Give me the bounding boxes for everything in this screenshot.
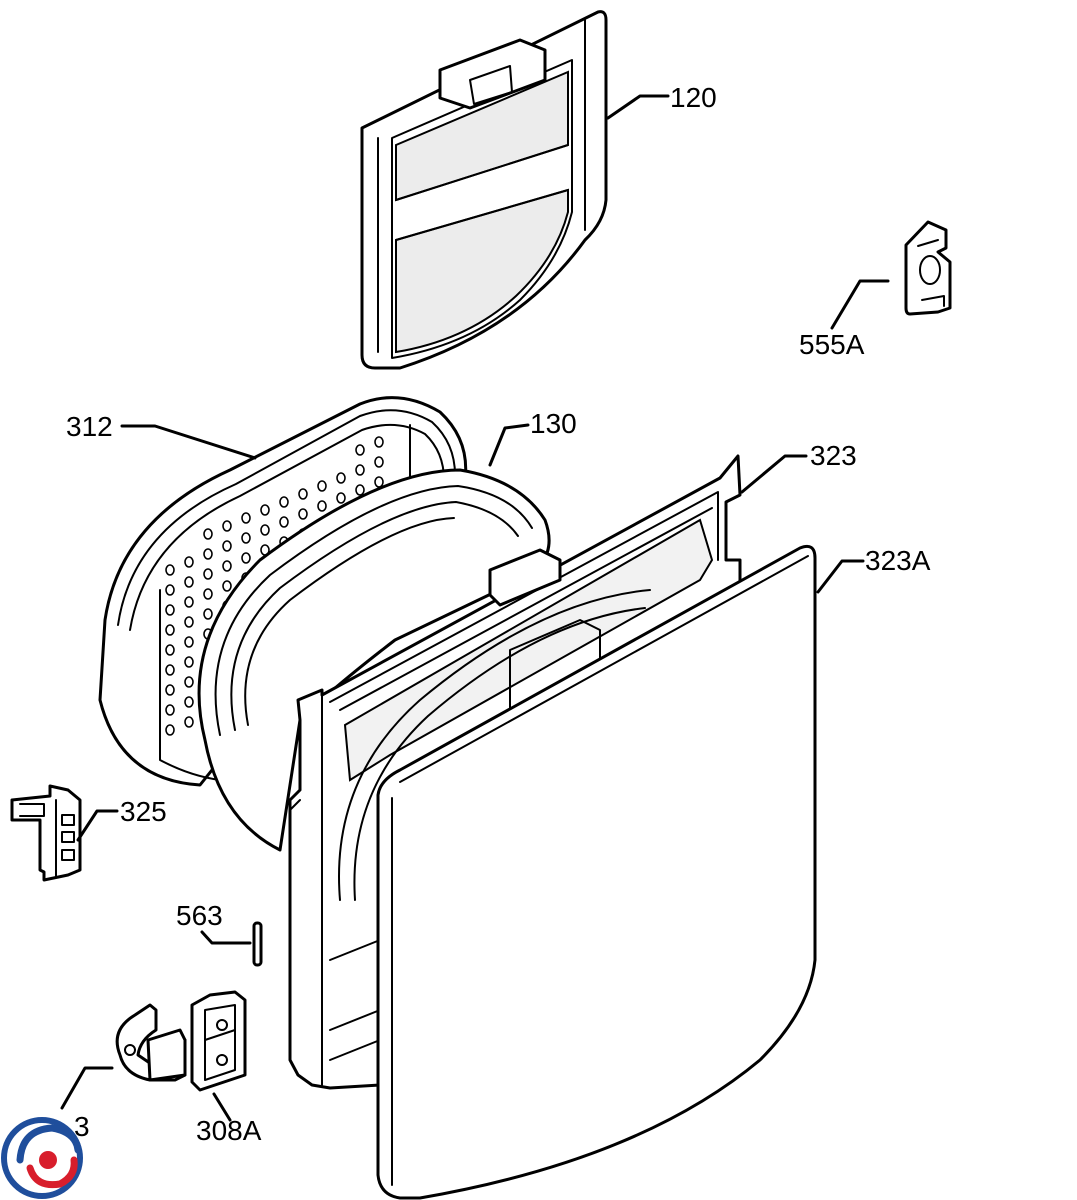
catch-part[interactable]: [10, 784, 82, 882]
perforation-hole: [203, 608, 213, 620]
perforation-hole: [241, 552, 251, 564]
perforation-hole: [279, 496, 289, 508]
gasket-part[interactable]: [197, 468, 551, 852]
perforation-hole: [165, 684, 175, 696]
perforation-hole: [184, 576, 194, 588]
perforation-hole: [184, 616, 194, 628]
perforation-hole: [184, 636, 194, 648]
label-308a: 308A: [196, 1115, 262, 1146]
perforation-hole: [298, 488, 308, 500]
label-hinge-left: 3: [74, 1111, 90, 1142]
perforation-hole: [279, 516, 289, 528]
perforation-hole: [336, 472, 346, 484]
perforation-hole: [222, 560, 232, 572]
perforation-hole: [165, 724, 175, 736]
label-325: 325: [120, 796, 167, 827]
perforation-hole: [165, 624, 175, 636]
label-563: 563: [176, 900, 223, 931]
perforation-hole: [184, 676, 194, 688]
perforation-hole: [374, 456, 384, 468]
perforation-hole: [203, 588, 213, 600]
perforation-hole: [165, 644, 175, 656]
perforation-hole: [165, 564, 175, 576]
label-323: 323: [810, 440, 857, 471]
perforation-hole: [165, 604, 175, 616]
label-120: 120: [670, 82, 717, 113]
perforation-hole: [203, 548, 213, 560]
perforation-hole: [355, 444, 365, 456]
label-323a: 323A: [865, 545, 931, 576]
perforation-hole: [355, 484, 365, 496]
pin-part[interactable]: [252, 921, 263, 967]
hinge-left-part[interactable]: [115, 1003, 187, 1082]
lint-filter-part[interactable]: [360, 10, 608, 370]
perforation-hole: [222, 580, 232, 592]
clip-part[interactable]: [904, 220, 952, 316]
perforation-hole: [317, 480, 327, 492]
perforation-hole: [336, 492, 346, 504]
door-cover-part[interactable]: [376, 544, 817, 1200]
label-555a: 555A: [799, 329, 865, 360]
perforation-hole: [260, 524, 270, 536]
perforation-hole: [184, 596, 194, 608]
brand-logo-icon: [1, 1117, 83, 1199]
perforation-hole: [260, 504, 270, 516]
perforation-hole: [184, 656, 194, 668]
perforation-hole: [374, 476, 384, 488]
label-312: 312: [66, 411, 113, 442]
hinge-right-part[interactable]: [190, 990, 247, 1092]
perforation-hole: [184, 556, 194, 568]
perforation-hole: [203, 568, 213, 580]
perforation-hole: [298, 508, 308, 520]
perforation-hole: [184, 696, 194, 708]
perforation-hole: [165, 704, 175, 716]
perforation-hole: [165, 584, 175, 596]
perforation-hole: [355, 464, 365, 476]
leader-lines: [60, 94, 890, 1122]
perforation-hole: [317, 500, 327, 512]
perforation-hole: [184, 716, 194, 728]
perforation-hole: [374, 436, 384, 448]
perforation-hole: [165, 664, 175, 676]
perforation-hole: [222, 540, 232, 552]
perforation-hole: [241, 532, 251, 544]
perforation-hole: [222, 520, 232, 532]
perforation-hole: [241, 512, 251, 524]
label-130: 130: [530, 408, 577, 439]
perforation-hole: [203, 528, 213, 540]
